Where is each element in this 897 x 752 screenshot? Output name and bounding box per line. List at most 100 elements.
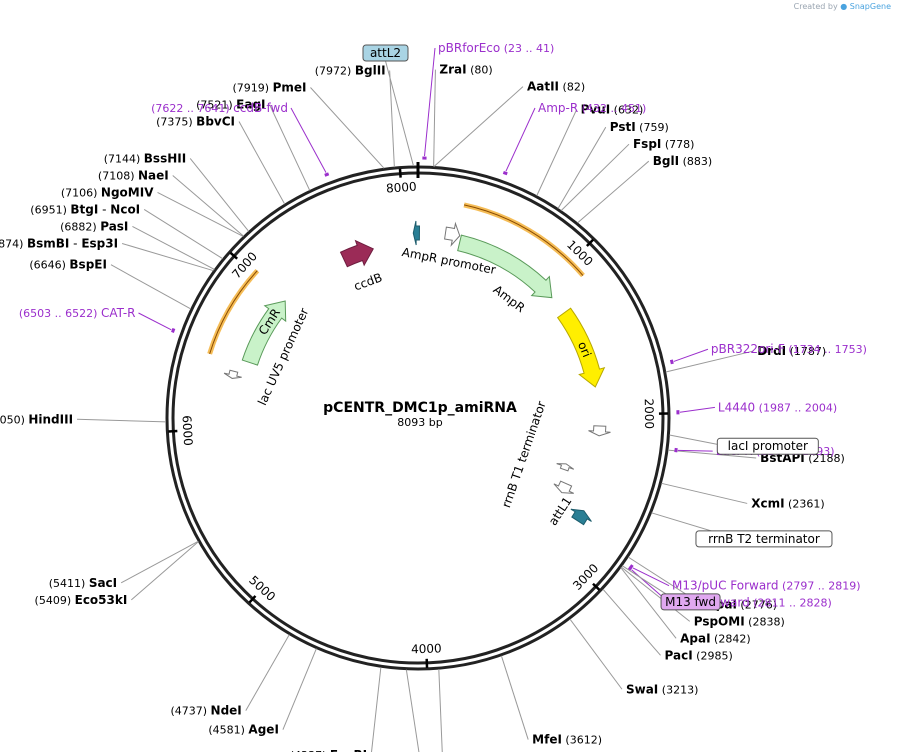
primer-sites: pBRforEco (23 .. 41) Amp-R (432 .. 451) pB… bbox=[19, 41, 867, 610]
enzyme-leader bbox=[172, 175, 244, 237]
feature-highlight-core bbox=[463, 204, 584, 276]
primer-leader bbox=[138, 312, 172, 331]
primer-label-pbrforeco[interactable]: pBRforEco (23 .. 41) bbox=[438, 41, 554, 55]
enzyme-leader bbox=[433, 69, 436, 167]
primer-mark bbox=[669, 359, 674, 365]
enzyme-label-agei[interactable]: (4581) AgeI bbox=[208, 723, 279, 737]
enzyme-leader bbox=[310, 87, 385, 169]
scale-tick bbox=[585, 238, 595, 247]
enzyme-leader bbox=[132, 226, 215, 270]
enzyme-leader bbox=[77, 418, 167, 423]
enzyme-label-zrai[interactable]: ZraI (80) bbox=[439, 63, 492, 77]
enzyme-leader bbox=[110, 264, 192, 310]
primer-mark bbox=[502, 170, 508, 176]
enzyme-leader bbox=[433, 86, 524, 167]
feature-rrnb-t1-terminator[interactable] bbox=[556, 463, 575, 472]
enzyme-label-bbvci[interactable]: (7375) BbvCI bbox=[156, 115, 235, 129]
enzyme-leader bbox=[560, 143, 630, 211]
scale-tick-label: 8000 bbox=[386, 180, 417, 196]
enzyme-label-bsshii[interactable]: (7144) BssHII bbox=[104, 151, 186, 165]
enzyme-leader bbox=[282, 648, 317, 730]
feature-attl1[interactable] bbox=[570, 508, 592, 526]
enzyme-label-ndei[interactable]: (4737) NdeI bbox=[170, 704, 241, 718]
scale-tick bbox=[592, 582, 601, 591]
enzyme-label-xcmi[interactable]: XcmI (2361) bbox=[751, 496, 824, 510]
feature-ampr[interactable] bbox=[457, 234, 553, 299]
enzyme-leader bbox=[665, 350, 754, 373]
primer-leader bbox=[673, 348, 709, 362]
feature-ori[interactable] bbox=[556, 307, 606, 388]
primer-leader bbox=[632, 567, 670, 587]
primer-leader bbox=[290, 107, 327, 173]
primer-label-cat-r[interactable]: (6503 .. 6522) CAT-R bbox=[19, 306, 136, 320]
enzyme-label-eco53ki[interactable]: (5409) Eco53kI bbox=[35, 593, 128, 607]
primer-mark bbox=[324, 172, 330, 177]
enzyme-label-paci[interactable]: PacI (2985) bbox=[665, 648, 733, 662]
enzyme-label-pmei[interactable]: (7919) PmeI bbox=[232, 81, 306, 95]
scale-tick-label: 2000 bbox=[642, 398, 657, 429]
feature-attl2-site[interactable] bbox=[412, 220, 420, 246]
enzyme-leader bbox=[536, 109, 578, 196]
enzyme-label-aatii[interactable]: AatII (82) bbox=[527, 80, 585, 94]
enzyme-label-bspei[interactable]: (6646) BspEI bbox=[29, 258, 107, 272]
enzyme-label-ecori[interactable]: (4237) EcoRI bbox=[290, 748, 367, 752]
boxed-label-rrnb-t2-terminator: rrnB T2 terminator bbox=[708, 532, 820, 546]
credit-prefix: Created by bbox=[793, 2, 838, 11]
enzyme-leader bbox=[405, 669, 420, 752]
enzyme-label-swai[interactable]: SwaI (3213) bbox=[626, 682, 698, 696]
scale-tick-label: 4000 bbox=[411, 641, 442, 656]
enzyme-label-pspomi[interactable]: PspOMI (2838) bbox=[694, 614, 785, 628]
boxed-label-m13-fwd: M13 fwd bbox=[665, 595, 716, 609]
feature-rrnb-t2-terminator[interactable] bbox=[553, 480, 574, 494]
enzyme-label-pasi[interactable]: (6882) PasI bbox=[60, 219, 128, 233]
snapgene-logo-icon: ● bbox=[840, 2, 848, 11]
boxed-label-attl2: attL2 bbox=[370, 46, 401, 60]
plasmid-backbone bbox=[165, 162, 671, 671]
enzyme-label-psti[interactable]: PstI (759) bbox=[610, 120, 669, 134]
feature-label: ori bbox=[575, 340, 594, 360]
enzyme-label-pvui[interactable]: PvuI (632) bbox=[581, 103, 644, 117]
enzyme-label-naei[interactable]: (7108) NaeI bbox=[98, 168, 169, 182]
enzyme-label-bsmbi[interactable]: (6874) BsmBI - Esp3I bbox=[0, 236, 118, 250]
primer-leader bbox=[424, 47, 436, 157]
feature-ampr-promoter[interactable] bbox=[444, 221, 461, 247]
feature-laci-promoter[interactable] bbox=[588, 425, 611, 437]
primer-label-ccdb-fwd[interactable]: (7622 .. 7641) ccdB-fwd bbox=[151, 101, 288, 115]
primer-label-amp-r[interactable]: Amp-R (432 .. 451) bbox=[538, 101, 646, 115]
enzyme-label-bgli[interactable]: BglI (883) bbox=[653, 154, 712, 168]
enzyme-label-bglii[interactable]: (7972) BglII bbox=[315, 64, 386, 78]
primer-label-m13-puc-forward[interactable]: M13/pUC Forward (2797 .. 2819) bbox=[672, 579, 861, 593]
enzyme-leader bbox=[371, 667, 382, 752]
feature-label: attL1 bbox=[546, 494, 575, 528]
feature-ccdb[interactable] bbox=[339, 239, 374, 268]
feature-label: ccdB bbox=[352, 270, 384, 293]
boxed-label-laci-promoter-box[interactable] bbox=[716, 437, 819, 455]
feature-lac-uv5-promoter[interactable] bbox=[223, 369, 242, 379]
enzyme-leader bbox=[577, 160, 650, 224]
enzyme-label-eagi[interactable]: (7521) EagI bbox=[196, 98, 265, 112]
enzyme-leader bbox=[569, 618, 623, 690]
scale-tick bbox=[229, 251, 238, 260]
enzyme-leader bbox=[143, 209, 223, 260]
boxed-label-m13-fwd-box[interactable] bbox=[660, 593, 721, 611]
enzyme-label-drdi[interactable]: DrdI (1787) bbox=[757, 344, 826, 358]
enzyme-label-apai[interactable]: ApaI (2842) bbox=[680, 631, 751, 645]
boxed-label-leader bbox=[385, 60, 414, 167]
enzyme-label-saci[interactable]: (5411) SacI bbox=[49, 576, 117, 590]
enzyme-label-hindiii[interactable]: (6050) HindIII bbox=[0, 412, 73, 426]
enzyme-leader bbox=[620, 566, 691, 622]
enzyme-label-fspi[interactable]: FspI (778) bbox=[633, 137, 694, 151]
enzyme-label-ngomiv[interactable]: (7106) NgoMIV bbox=[61, 185, 154, 199]
enzyme-label-btgi[interactable]: (6951) BtgI - NcoI bbox=[30, 202, 140, 216]
primer-label-pbr322ori-f[interactable]: pBR322ori-F (1734 .. 1753) bbox=[711, 342, 867, 356]
enzyme-label-mfei[interactable]: MfeI (3612) bbox=[532, 733, 602, 747]
boxed-label-rrnb-t2-terminator-box[interactable] bbox=[695, 530, 833, 548]
primer-label-l4440[interactable]: L4440 (1987 .. 2004) bbox=[718, 400, 837, 414]
enzyme-leader bbox=[557, 126, 607, 209]
primer-mark bbox=[674, 447, 678, 453]
feature-cmr[interactable] bbox=[241, 300, 287, 366]
boxed-label-attl2-box[interactable] bbox=[362, 44, 409, 62]
